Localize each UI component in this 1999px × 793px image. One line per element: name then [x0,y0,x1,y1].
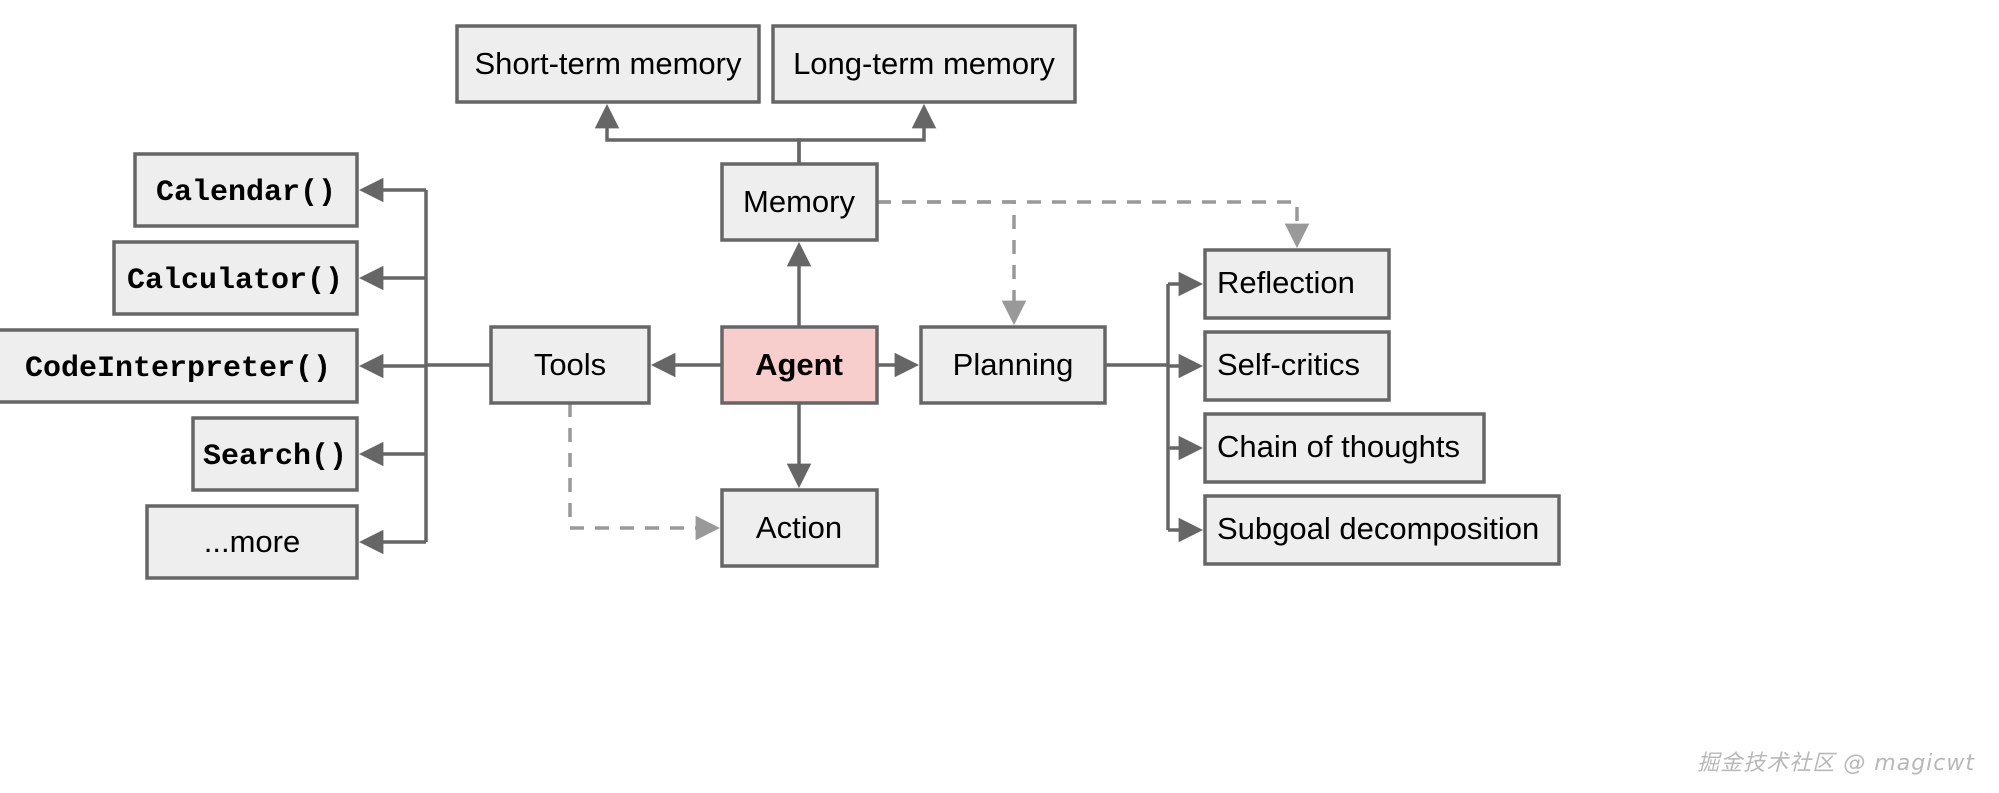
node-short-term-memory[interactable]: Short-term memory [455,24,761,104]
edge-memory-to-short-term-memory [594,103,801,164]
node-code-interpreter-label: CodeInterpreter() [25,352,331,386]
node-long-term-memory[interactable]: Long-term memory [771,24,1077,104]
node-subgoal-decomposition-box[interactable] [1203,494,1561,566]
node-action-box[interactable] [720,488,879,568]
node-agent-box[interactable] [720,325,879,405]
node-code-interpreter[interactable]: CodeInterpreter() [0,328,359,404]
watermark: 掘金技术社区 @ magicwt [1697,751,1975,776]
node-chain-of-thoughts-label: Chain of thoughts [1217,429,1460,464]
edge-memory-to-reflection [877,200,1310,249]
node-more-label: ...more [204,524,300,559]
node-reflection-box[interactable] [1203,248,1391,320]
node-long-term-memory-label: Long-term memory [793,46,1055,81]
edges-layer [358,103,1310,555]
node-action-label: Action [756,510,842,545]
node-calculator-box[interactable] [112,240,359,316]
node-chain-of-thoughts-box[interactable] [1203,412,1486,484]
node-search-label: Search() [203,440,347,474]
node-chain-of-thoughts[interactable]: Chain of thoughts [1203,412,1486,484]
node-search[interactable]: Search() [191,416,359,492]
node-self-critics-box[interactable] [1203,330,1391,402]
node-calendar-label: Calendar() [156,176,336,210]
node-calculator-label: Calculator() [127,264,343,298]
node-calendar[interactable]: Calendar() [133,152,359,228]
node-tools-box[interactable] [489,325,651,405]
node-long-term-memory-box[interactable] [771,24,1077,104]
node-action[interactable]: Action [720,488,879,568]
node-code-interpreter-box[interactable] [0,328,359,404]
edge-memory-to-long-term-memory [797,103,937,164]
node-planning[interactable]: Planning [919,325,1107,405]
node-more[interactable]: ...more [145,504,359,580]
node-more-box[interactable] [145,504,359,580]
node-self-critics-label: Self-critics [1217,347,1360,382]
node-planning-box[interactable] [919,325,1107,405]
nodes-layer: Short-term memory Long-term memory Memor… [0,24,1561,580]
node-agent-label: Agent [755,347,843,382]
node-memory-box[interactable] [720,162,879,242]
node-calculator[interactable]: Calculator() [112,240,359,316]
node-subgoal-decomposition[interactable]: Subgoal decomposition [1203,494,1561,566]
node-agent[interactable]: Agent [720,325,879,405]
edge-tools-to-action [568,403,721,541]
node-calendar-box[interactable] [133,152,359,228]
node-tools[interactable]: Tools [489,325,651,405]
node-short-term-memory-box[interactable] [455,24,761,104]
node-short-term-memory-label: Short-term memory [475,46,742,81]
node-search-box[interactable] [191,416,359,492]
node-subgoal-decomposition-label: Subgoal decomposition [1217,511,1539,546]
node-self-critics[interactable]: Self-critics [1203,330,1391,402]
node-tools-label: Tools [534,347,606,382]
edge-memory-to-planning [877,200,1027,326]
node-memory[interactable]: Memory [720,162,879,242]
node-reflection-label: Reflection [1217,265,1355,300]
node-memory-label: Memory [743,184,855,219]
node-planning-label: Planning [953,347,1074,382]
node-reflection[interactable]: Reflection [1203,248,1391,320]
